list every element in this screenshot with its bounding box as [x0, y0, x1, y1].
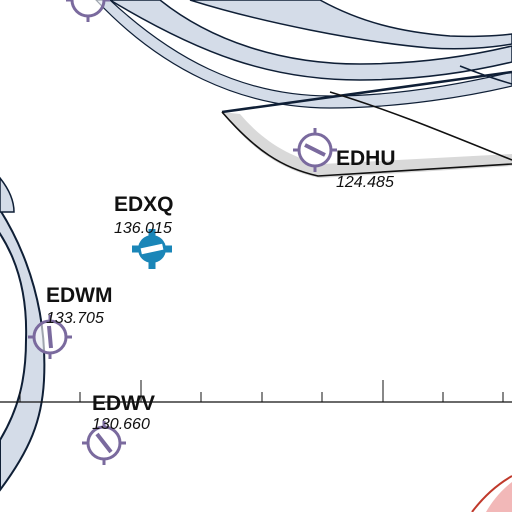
airfield-frequency-edhu: 124.485	[336, 174, 394, 191]
airfield-icon[interactable]	[28, 315, 72, 359]
airfield-icon[interactable]	[66, 0, 110, 22]
controlled-airfield-icon[interactable]	[132, 229, 172, 269]
airfield-code-edwm: EDWM	[46, 284, 113, 307]
airspace-left-band	[0, 176, 46, 492]
airfield-code-edxq: EDXQ	[114, 193, 174, 216]
scale-line	[0, 380, 512, 403]
airfield-icon[interactable]	[293, 128, 337, 172]
airfield-frequency-edxq: 136.015	[114, 220, 172, 237]
airfield-code-edwv: EDWV	[92, 392, 155, 415]
airspace-upper-band	[95, 0, 512, 178]
restricted-area	[471, 475, 512, 512]
airfield-code-edhu: EDHU	[336, 147, 396, 170]
airfield-frequency-edwm: 133.705	[46, 310, 104, 327]
airfield-frequency-edwv: 130.660	[92, 416, 150, 433]
airfield-icon[interactable]	[82, 421, 126, 465]
